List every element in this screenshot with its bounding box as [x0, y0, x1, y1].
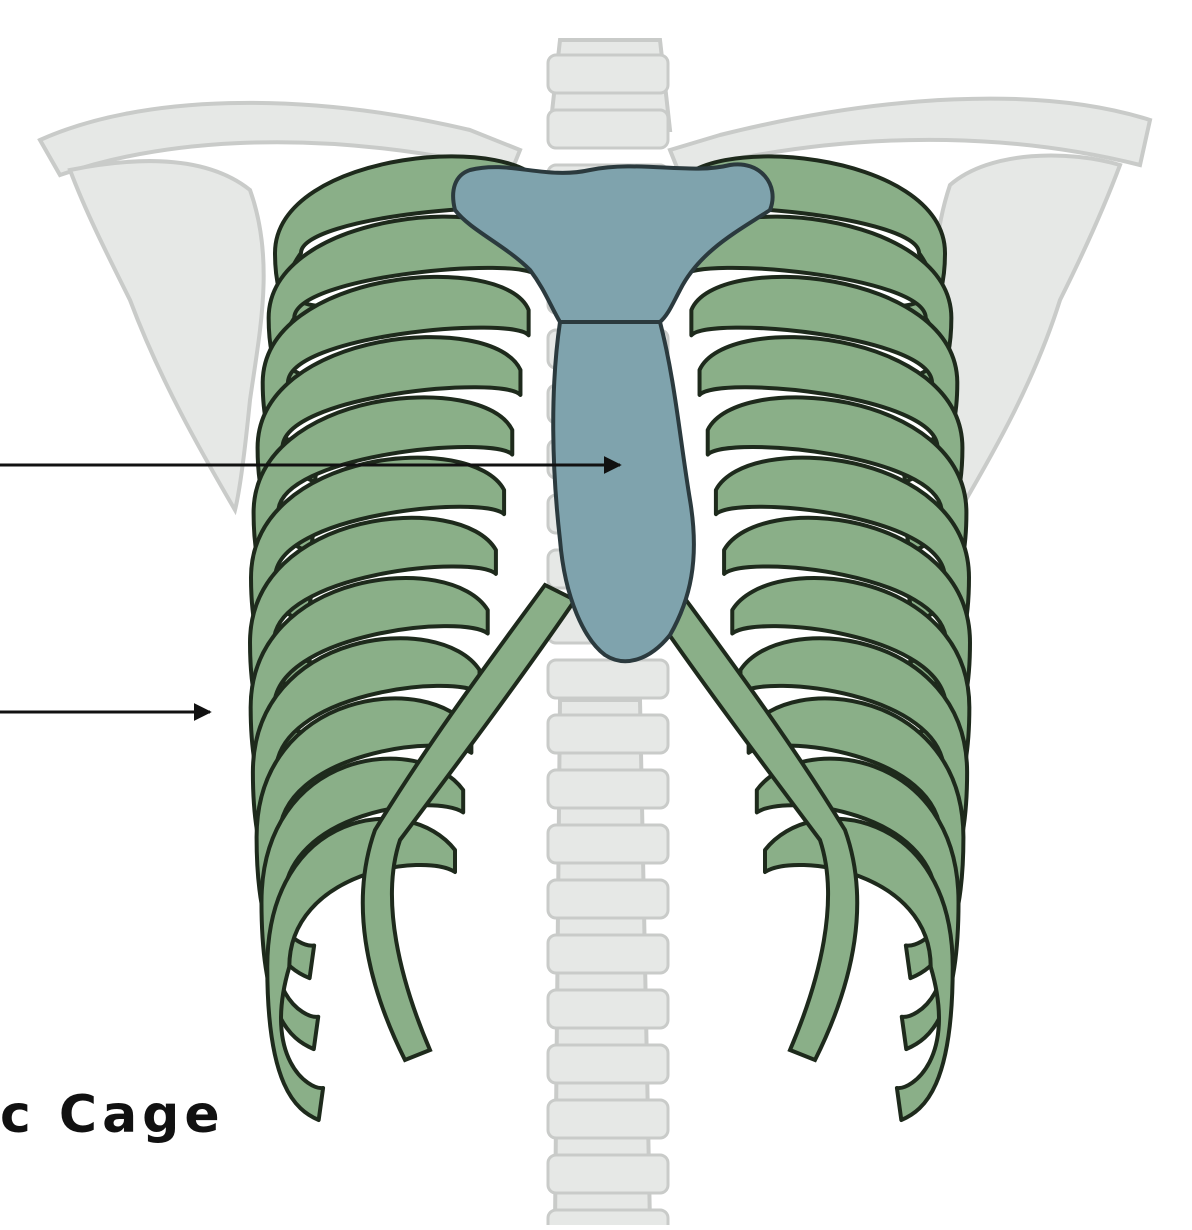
vertebra	[548, 715, 668, 753]
vertebra	[548, 660, 668, 698]
vertebra	[548, 880, 668, 918]
sternum-body	[553, 322, 694, 661]
left-scapula	[70, 161, 264, 510]
vertebra	[548, 1100, 668, 1138]
vertebra	[548, 825, 668, 863]
diagram-caption: c Cage	[0, 1085, 225, 1145]
vertebra	[548, 55, 668, 93]
vertebra	[548, 1210, 668, 1225]
vertebra	[548, 990, 668, 1028]
vertebra	[548, 935, 668, 973]
vertebra	[548, 1045, 668, 1083]
vertebra	[548, 1155, 668, 1193]
vertebra	[548, 110, 668, 148]
vertebra	[548, 770, 668, 808]
